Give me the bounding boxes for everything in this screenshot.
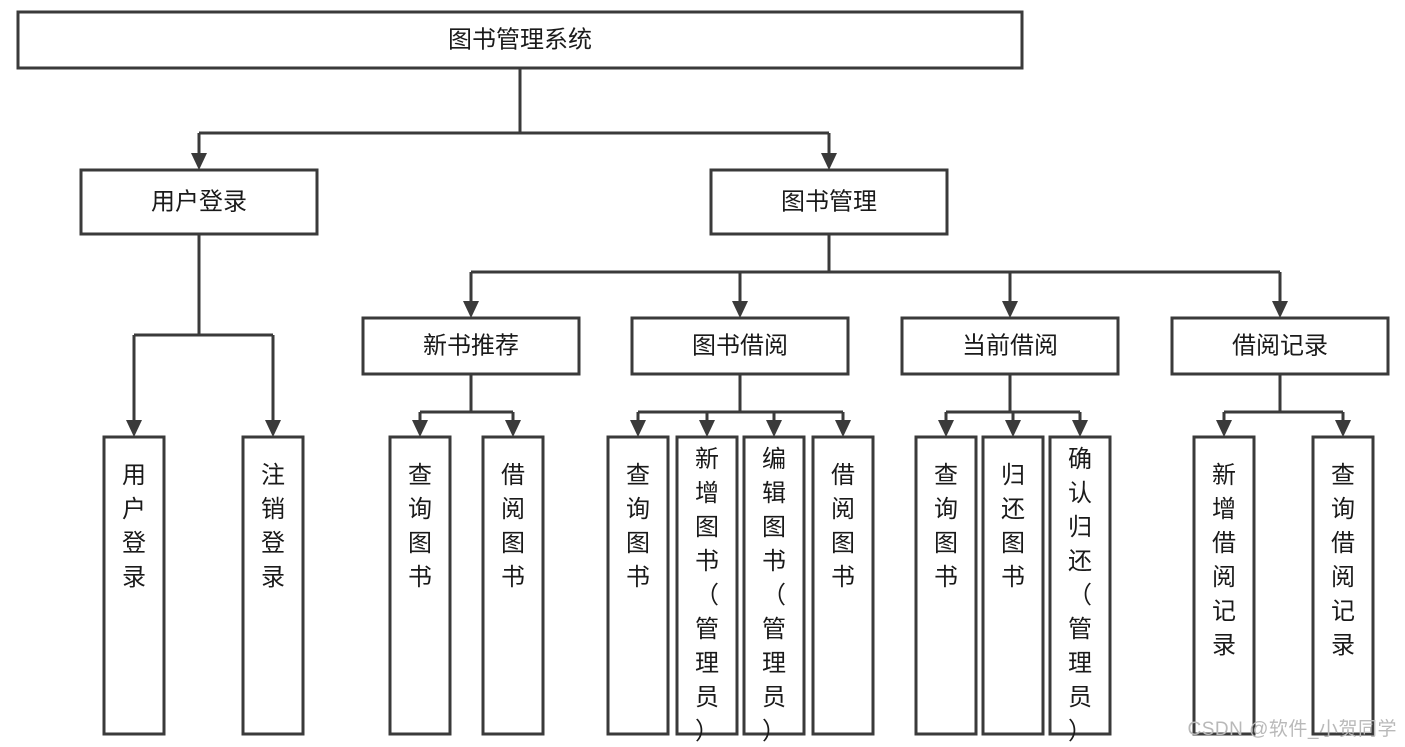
- node-book-management[interactable]: 图书管理: [709, 168, 949, 236]
- node-book-borrow-label: 图书借阅: [692, 332, 788, 359]
- node-leaf-edit-book-admin-label: 编辑图书（管理员）: [762, 446, 786, 745]
- arrow-head: [699, 420, 715, 437]
- node-leaf-query-borrow-record[interactable]: 查询借阅记录: [1311, 435, 1375, 736]
- node-leaf-return-book[interactable]: 归还图书: [981, 435, 1045, 736]
- node-new-book-recommend-box: [361, 316, 581, 376]
- node-leaf-add-book-admin-label: 新增图书（管理员）: [695, 446, 719, 745]
- node-book-management-label: 图书管理: [781, 188, 877, 215]
- arrow-head: [821, 153, 837, 170]
- node-leaf-add-book-admin-box: [675, 435, 739, 736]
- node-leaf-add-borrow-record[interactable]: 新增借阅记录: [1192, 435, 1256, 736]
- node-leaf-user-login[interactable]: 用户登录: [102, 435, 166, 736]
- node-leaf-query-book-current-label: 查询图书: [934, 462, 958, 591]
- node-leaf-return-book-label: 归还图书: [1001, 462, 1025, 591]
- arrow-head: [1272, 301, 1288, 318]
- arrow-head: [766, 420, 782, 437]
- node-leaf-query-book-borrow-label: 查询图书: [626, 462, 650, 591]
- node-leaf-query-book-borrow-box: [606, 435, 670, 736]
- node-user-login[interactable]: 用户登录: [79, 168, 319, 236]
- arrow-head: [1005, 420, 1021, 437]
- node-leaf-logout-box: [241, 435, 305, 736]
- node-current-borrow-box: [900, 316, 1120, 376]
- node-leaf-borrow-book[interactable]: 借阅图书: [811, 435, 875, 736]
- node-current-borrow[interactable]: 当前借阅: [900, 316, 1120, 376]
- arrow-head: [630, 420, 646, 437]
- node-leaf-return-book-box: [981, 435, 1045, 736]
- node-leaf-confirm-return-admin[interactable]: 确认归还（管理员）: [1048, 435, 1112, 745]
- node-user-login-box: [79, 168, 319, 236]
- node-new-book-recommend-label: 新书推荐: [423, 332, 519, 359]
- node-leaf-borrow-book-recommend-box: [481, 435, 545, 736]
- node-leaf-query-book-current-box: [914, 435, 978, 736]
- node-current-borrow-label: 当前借阅: [962, 332, 1058, 359]
- node-leaf-query-book-current[interactable]: 查询图书: [914, 435, 978, 736]
- connector-layer: [126, 68, 1351, 437]
- arrow-head: [463, 301, 479, 318]
- node-leaf-logout[interactable]: 注销登录: [241, 435, 305, 736]
- node-borrow-record-box: [1170, 316, 1390, 376]
- node-book-borrow[interactable]: 图书借阅: [630, 316, 850, 376]
- arrow-head: [938, 420, 954, 437]
- watermark: CSDN @软件_小贺同学: [1187, 719, 1397, 740]
- arrow-head: [412, 420, 428, 437]
- node-leaf-edit-book-admin[interactable]: 编辑图书（管理员）: [742, 435, 806, 745]
- arrow-head: [1072, 420, 1088, 437]
- arrow-head: [732, 301, 748, 318]
- node-new-book-recommend[interactable]: 新书推荐: [361, 316, 581, 376]
- node-leaf-borrow-book-label: 借阅图书: [831, 462, 855, 591]
- node-leaf-edit-book-admin-box: [742, 435, 806, 736]
- arrow-head: [1216, 420, 1232, 437]
- node-book-borrow-box: [630, 316, 850, 376]
- arrow-head: [505, 420, 521, 437]
- arrow-head: [1335, 420, 1351, 437]
- node-leaf-query-book-recommend-box: [388, 435, 452, 736]
- arrow-head: [1002, 301, 1018, 318]
- node-leaf-add-book-admin[interactable]: 新增图书（管理员）: [675, 435, 739, 745]
- node-leaf-confirm-return-admin-box: [1048, 435, 1112, 736]
- node-leaf-query-book-borrow[interactable]: 查询图书: [606, 435, 670, 736]
- node-leaf-add-borrow-record-label: 新增借阅记录: [1212, 462, 1236, 659]
- node-leaf-user-login-label: 用户登录: [122, 462, 146, 591]
- node-user-login-label: 用户登录: [151, 188, 247, 215]
- node-borrow-record-label: 借阅记录: [1232, 332, 1328, 359]
- arrow-head: [191, 153, 207, 170]
- node-book-management-box: [709, 168, 949, 236]
- node-leaf-logout-label: 注销登录: [261, 462, 285, 591]
- node-leaf-borrow-book-recommend[interactable]: 借阅图书: [481, 435, 545, 736]
- node-leaf-user-login-box: [102, 435, 166, 736]
- node-leaf-query-book-recommend-label: 查询图书: [408, 462, 432, 591]
- arrow-head: [835, 420, 851, 437]
- node-leaf-borrow-book-recommend-label: 借阅图书: [501, 462, 525, 591]
- node-root-label: 图书管理系统: [448, 26, 592, 53]
- arrow-head: [265, 420, 281, 437]
- node-root-box: [16, 10, 1024, 70]
- node-leaf-borrow-book-box: [811, 435, 875, 736]
- node-leaf-query-book-recommend[interactable]: 查询图书: [388, 435, 452, 736]
- node-leaf-query-borrow-record-label: 查询借阅记录: [1331, 462, 1355, 659]
- node-layer: 图书管理系统用户登录图书管理新书推荐图书借阅当前借阅借阅记录用户登录注销登录查询…: [16, 10, 1390, 745]
- node-leaf-confirm-return-admin-label: 确认归还（管理员）: [1068, 446, 1092, 745]
- node-root[interactable]: 图书管理系统: [16, 10, 1024, 70]
- node-leaf-add-borrow-record-box: [1192, 435, 1256, 736]
- node-leaf-query-borrow-record-box: [1311, 435, 1375, 736]
- arrow-head: [126, 420, 142, 437]
- node-borrow-record[interactable]: 借阅记录: [1170, 316, 1390, 376]
